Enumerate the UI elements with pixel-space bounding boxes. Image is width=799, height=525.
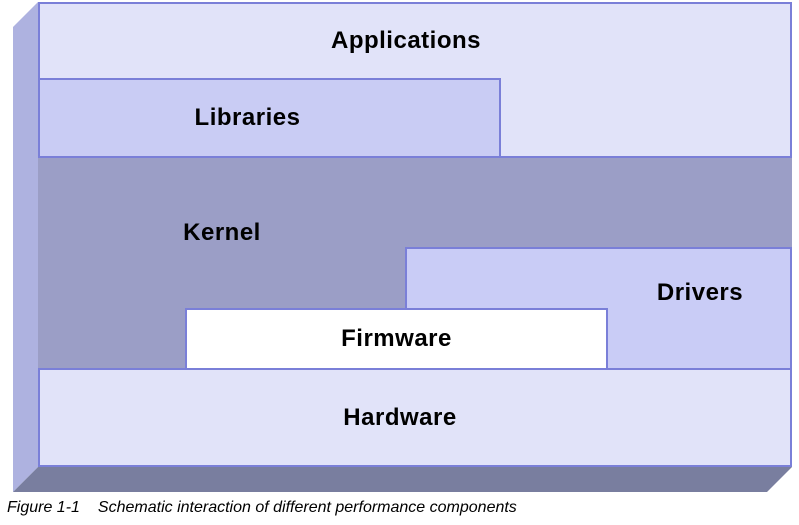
block-libraries	[38, 78, 501, 158]
block-firmware	[185, 308, 608, 370]
figure-caption-text: Schematic interaction of different perfo…	[97, 499, 517, 516]
shadow-bottom-face	[13, 467, 792, 492]
figure-caption: Figure 1-1 Schematic interaction of diff…	[7, 499, 517, 517]
figure-number: Figure 1-1	[7, 499, 80, 516]
shadow-left-face	[13, 2, 38, 492]
block-hardware	[38, 368, 792, 467]
